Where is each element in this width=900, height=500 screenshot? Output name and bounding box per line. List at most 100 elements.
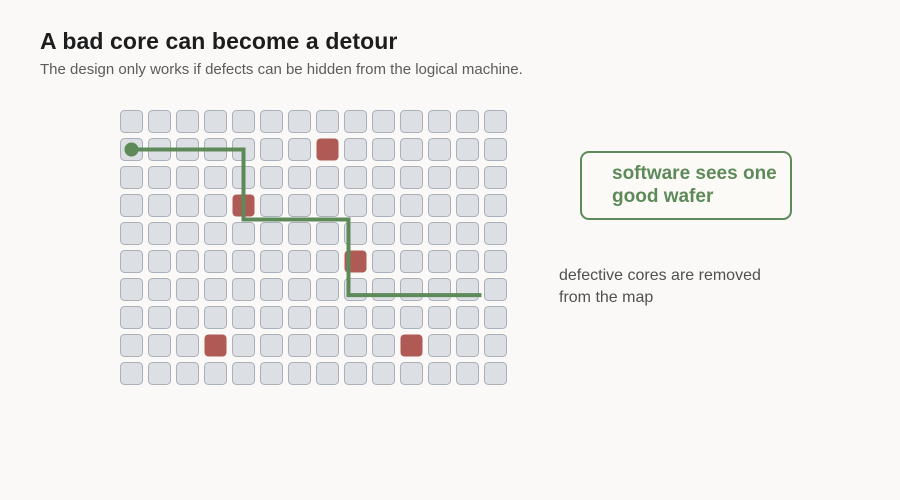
core bbox=[400, 222, 423, 245]
core bbox=[260, 138, 283, 161]
core bbox=[344, 306, 367, 329]
core bbox=[232, 362, 255, 385]
core bbox=[344, 194, 367, 217]
core bbox=[456, 250, 479, 273]
core bbox=[484, 222, 507, 245]
core bbox=[260, 334, 283, 357]
core bbox=[232, 222, 255, 245]
callout-text: software sees one good wafer bbox=[612, 163, 777, 207]
defective-core bbox=[400, 334, 423, 357]
core bbox=[288, 166, 311, 189]
core bbox=[288, 278, 311, 301]
detour-route bbox=[131, 147, 482, 298]
core bbox=[316, 278, 339, 301]
core bbox=[372, 334, 395, 357]
core bbox=[316, 166, 339, 189]
core bbox=[456, 166, 479, 189]
core bbox=[484, 362, 507, 385]
core bbox=[316, 222, 339, 245]
core bbox=[400, 362, 423, 385]
core bbox=[260, 278, 283, 301]
core bbox=[260, 194, 283, 217]
core bbox=[288, 222, 311, 245]
core bbox=[232, 334, 255, 357]
core bbox=[372, 110, 395, 133]
core bbox=[288, 194, 311, 217]
core bbox=[260, 110, 283, 133]
core bbox=[344, 138, 367, 161]
core bbox=[428, 110, 451, 133]
core bbox=[260, 362, 283, 385]
core bbox=[204, 166, 227, 189]
core bbox=[400, 166, 423, 189]
core bbox=[456, 306, 479, 329]
core bbox=[204, 222, 227, 245]
core bbox=[148, 334, 171, 357]
core bbox=[372, 222, 395, 245]
core bbox=[400, 278, 423, 301]
core bbox=[148, 250, 171, 273]
core bbox=[176, 306, 199, 329]
core bbox=[456, 362, 479, 385]
core bbox=[484, 166, 507, 189]
core bbox=[120, 222, 143, 245]
core bbox=[288, 250, 311, 273]
core bbox=[344, 166, 367, 189]
core bbox=[148, 110, 171, 133]
core bbox=[148, 306, 171, 329]
core bbox=[120, 278, 143, 301]
core bbox=[428, 250, 451, 273]
core bbox=[428, 194, 451, 217]
core bbox=[428, 334, 451, 357]
core bbox=[400, 194, 423, 217]
core bbox=[484, 334, 507, 357]
core bbox=[176, 194, 199, 217]
core bbox=[120, 250, 143, 273]
core bbox=[316, 110, 339, 133]
core bbox=[176, 362, 199, 385]
core bbox=[288, 362, 311, 385]
core bbox=[148, 222, 171, 245]
core bbox=[288, 138, 311, 161]
core bbox=[428, 278, 451, 301]
core bbox=[400, 110, 423, 133]
core bbox=[232, 278, 255, 301]
core bbox=[316, 334, 339, 357]
core bbox=[372, 250, 395, 273]
route-start-point bbox=[124, 142, 139, 157]
core bbox=[372, 166, 395, 189]
page-subtitle: The design only works if defects can be … bbox=[40, 61, 523, 78]
core bbox=[428, 166, 451, 189]
core bbox=[456, 278, 479, 301]
core bbox=[372, 306, 395, 329]
core bbox=[400, 306, 423, 329]
core bbox=[428, 362, 451, 385]
core bbox=[456, 194, 479, 217]
page-title: A bad core can become a detour bbox=[40, 28, 398, 54]
core bbox=[176, 250, 199, 273]
core bbox=[232, 306, 255, 329]
core bbox=[316, 306, 339, 329]
core bbox=[456, 222, 479, 245]
core bbox=[120, 306, 143, 329]
core bbox=[148, 362, 171, 385]
core bbox=[344, 334, 367, 357]
core bbox=[456, 138, 479, 161]
logical-view-callout: software sees one good wafer bbox=[580, 151, 792, 220]
core bbox=[176, 110, 199, 133]
core bbox=[204, 194, 227, 217]
core bbox=[204, 278, 227, 301]
core bbox=[176, 222, 199, 245]
core bbox=[372, 278, 395, 301]
core bbox=[428, 138, 451, 161]
core bbox=[120, 110, 143, 133]
core bbox=[484, 306, 507, 329]
core bbox=[176, 278, 199, 301]
core bbox=[484, 278, 507, 301]
core bbox=[148, 194, 171, 217]
core bbox=[260, 166, 283, 189]
core bbox=[484, 194, 507, 217]
core bbox=[316, 250, 339, 273]
defect-note: defective cores are removed from the map bbox=[559, 267, 761, 306]
core bbox=[232, 250, 255, 273]
